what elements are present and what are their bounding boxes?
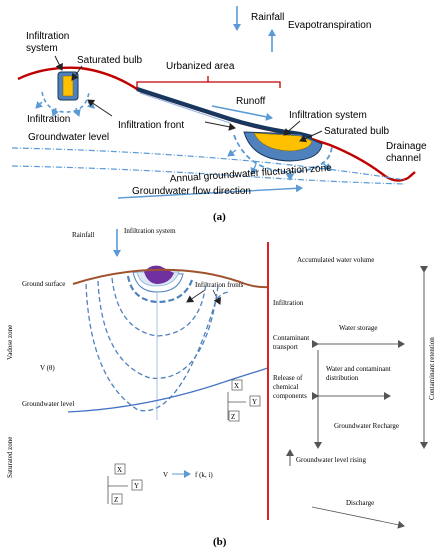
- discharge-label: Discharge: [346, 499, 374, 507]
- contaminant-transport-label-2: transport: [273, 343, 298, 351]
- groundwater-level-rising-label: Groundwater level rising: [296, 456, 366, 464]
- evapotranspiration-label: Evapotranspiration: [288, 20, 371, 31]
- v-label: V: [163, 471, 168, 479]
- water-storage-label: Water storage: [339, 324, 378, 332]
- groundwater-level-label-b: Groundwater level: [22, 400, 74, 408]
- drainage-channel-label-1: Drainage: [386, 141, 427, 152]
- infiltration-label-b: Infiltration: [273, 299, 304, 307]
- infiltration-system-b: [132, 265, 184, 293]
- infiltration-system-label-b: Infiltration system: [124, 227, 176, 235]
- release-label-2: chemical: [273, 383, 298, 391]
- fluctuation-zone-label: Annual groundwater fluctuation zone: [169, 163, 332, 185]
- ground-surface-label: Ground surface: [22, 280, 65, 288]
- axis-y-upper: Y: [252, 398, 257, 406]
- rainfall-label: Rainfall: [251, 12, 284, 23]
- infiltration-system-left-label-2: system: [26, 43, 58, 54]
- infiltration-system-right-label: Infiltration system: [289, 110, 367, 121]
- contaminant-retention-label: Contaminant retention: [428, 337, 436, 400]
- release-label-1: Release of: [273, 374, 303, 382]
- flow-direction-arrow: [117, 184, 303, 199]
- water-contaminant-label-2: distribution: [326, 374, 359, 382]
- caption-a: (a): [213, 211, 226, 223]
- vadose-zone-label: Vadose zone: [6, 325, 14, 360]
- left-infiltration-system: [35, 71, 95, 117]
- infiltration-system-left-label-1: Infiltration: [26, 31, 69, 42]
- release-label-3: components: [273, 392, 307, 400]
- water-contaminant-label-1: Water and contaminant: [326, 365, 391, 373]
- runoff-arrow: [211, 105, 273, 121]
- f-ki-label: f (k, i): [195, 471, 213, 479]
- urbanized-bracket: [136, 76, 281, 88]
- axis-y-lower: Y: [134, 482, 139, 490]
- runoff-label: Runoff: [236, 96, 266, 107]
- contaminant-transport-label-1: Contaminant: [273, 334, 309, 342]
- urbanized-area-label: Urbanized area: [166, 61, 235, 72]
- rainfall-label-b: Rainfall: [72, 231, 95, 239]
- axis-z-upper: Z: [231, 413, 235, 421]
- axis-x-upper: X: [234, 382, 239, 390]
- ground-surface-line-b: [72, 268, 269, 289]
- flow-direction-label: Groundwater flow direction: [132, 186, 251, 197]
- infiltration-fronts-label: Infiltration fronts: [195, 281, 244, 289]
- fluctuation-lower-line: [11, 165, 406, 185]
- infiltration-front-label: Infiltration front: [118, 120, 184, 131]
- axis-triad-lower: X Y Z: [107, 463, 143, 505]
- axis-triad-upper: X Y Z: [227, 379, 261, 422]
- v-theta-label: V (θ): [40, 364, 55, 372]
- infiltration-left-label: Infiltration: [27, 114, 70, 125]
- groundwater-level-line-b: [67, 367, 269, 413]
- saturated-bulb-left-label: Saturated bulb: [77, 55, 142, 66]
- panel-a: Rainfall Evapotranspiration Urbanized ar…: [11, 6, 427, 223]
- groundwater-level-line-a: [11, 147, 406, 181]
- saturated-zone-label: Saturated zone: [6, 437, 14, 478]
- panel-b: Rainfall Infiltration system Ground surf…: [6, 227, 436, 548]
- drainage-channel-label-2: channel: [386, 153, 421, 164]
- groundwater-level-label-a: Groundwater level: [28, 132, 109, 143]
- axis-x-lower: X: [117, 466, 122, 474]
- axis-z-lower: Z: [114, 496, 118, 504]
- accumulated-water-volume-label: Accumulated water volume: [297, 256, 374, 264]
- discharge-arrow: [311, 506, 405, 529]
- infiltration-fronts: [85, 275, 231, 412]
- saturated-bulb-right-label: Saturated bulb: [324, 126, 389, 137]
- caption-b: (b): [213, 536, 227, 548]
- groundwater-recharge-label: Groundwater Recharge: [334, 422, 399, 430]
